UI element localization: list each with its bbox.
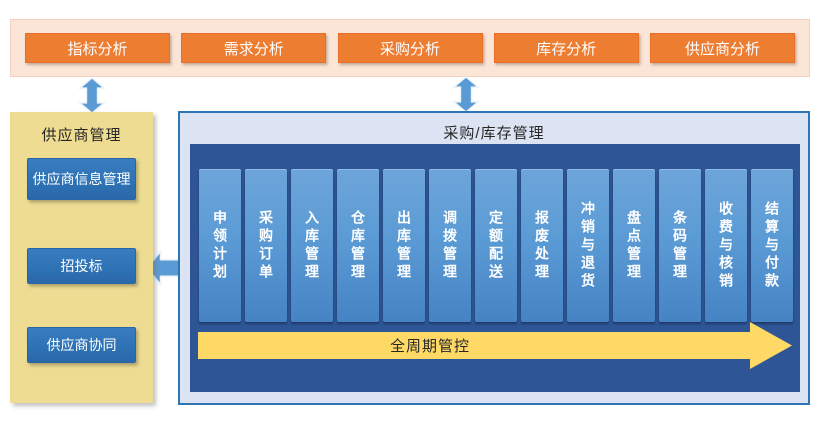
procurement-panel-title: 采购/库存管理 [443,125,545,142]
module-transfer-management: 调拨管理 [429,169,471,322]
analysis-item-supplier: 供应商分析 [650,33,795,63]
bidding-box: 招投标 [27,248,136,284]
module-barcode-management: 条码管理 [659,169,701,322]
module-stocktaking-management: 盘点管理 [613,169,655,322]
full-cycle-arrow-label: 全周期管控 [389,338,470,355]
module-quota-delivery: 定额配送 [475,169,517,322]
double-arrow-vertical-icon [77,76,107,115]
supplier-panel-title: 供应商管理 [41,127,122,144]
module-columns: 申领计划 采购订单 入库管理 仓库管理 出库管理 调拨管理 定额 [199,169,793,322]
module-outbound-management: 出库管理 [383,169,425,322]
supplier-collaboration-box: 供应商协同 [27,327,136,363]
module-inbound-management: 入库管理 [291,169,333,322]
module-writeoff-returns: 冲销与退货 [567,169,609,322]
analysis-item-demand: 需求分析 [181,33,327,63]
module-scrap-handling: 报废处理 [521,169,563,322]
analysis-item-inventory: 库存分析 [493,33,639,63]
module-group-box: 申领计划 采购订单 入库管理 仓库管理 出库管理 调拨管理 定额 [190,144,800,392]
module-requisition-plan: 申领计划 [199,169,241,322]
analysis-item-procurement: 采购分析 [337,33,483,63]
module-warehouse-management: 仓库管理 [337,169,379,322]
supplier-management-panel: 供应商管理 供应商信息管理 招投标 供应商协同 [10,112,153,403]
double-arrow-vertical-icon [451,75,481,114]
module-settlement-payment: 结算与付款 [751,169,793,322]
analysis-bar: 指标分析 需求分析 采购分析 库存分析 供应商分析 [10,19,810,77]
procurement-inventory-panel: 采购/库存管理 申领计划 采购订单 入库管理 仓库管理 出库管理 [178,111,810,405]
module-purchase-order: 采购订单 [245,169,287,322]
full-cycle-arrow: 全周期管控 [198,322,792,369]
module-charging-verification: 收费与核销 [705,169,747,322]
analysis-item-indicator: 指标分析 [25,33,170,63]
supplier-info-management-box: 供应商信息管理 [27,158,136,200]
